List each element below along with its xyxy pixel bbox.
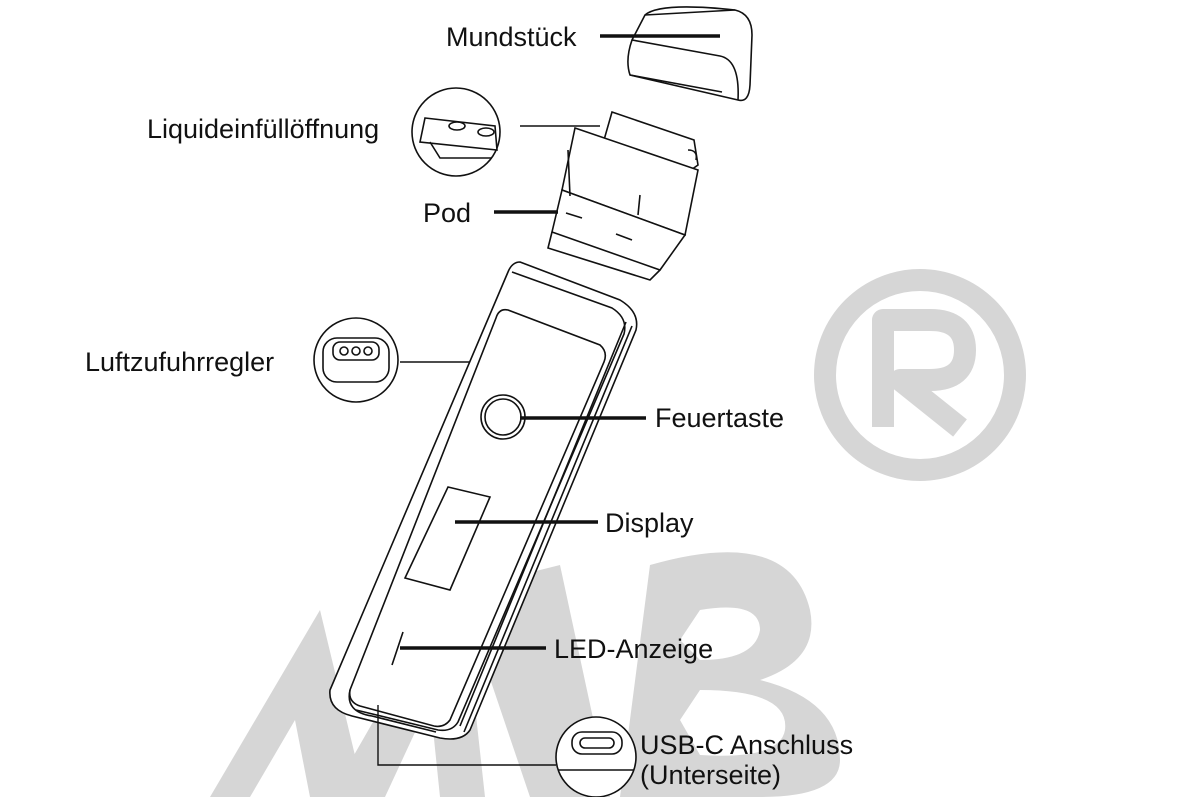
label-usb-line1: USB-C Anschluss bbox=[640, 730, 854, 760]
label-fire-button: Feuertaste bbox=[655, 403, 785, 433]
usb-c-callout bbox=[377, 705, 637, 797]
label-display: Display bbox=[605, 508, 694, 538]
airflow-callout bbox=[313, 317, 470, 403]
mouthpiece-part bbox=[627, 6, 753, 102]
watermark-registered-symbol bbox=[814, 269, 1026, 481]
device-body bbox=[329, 261, 638, 740]
label-usb-line2: (Unterseite) bbox=[640, 760, 782, 790]
label-fill-opening: Liquideinfüllöffnung bbox=[147, 114, 380, 144]
fill-opening-callout bbox=[411, 87, 600, 177]
label-led: LED-Anzeige bbox=[554, 634, 714, 664]
label-pod: Pod bbox=[423, 198, 472, 228]
label-airflow: Luftzufuhrregler bbox=[85, 347, 275, 377]
pod-part bbox=[547, 110, 699, 281]
label-mouthpiece: Mundstück bbox=[446, 22, 577, 52]
